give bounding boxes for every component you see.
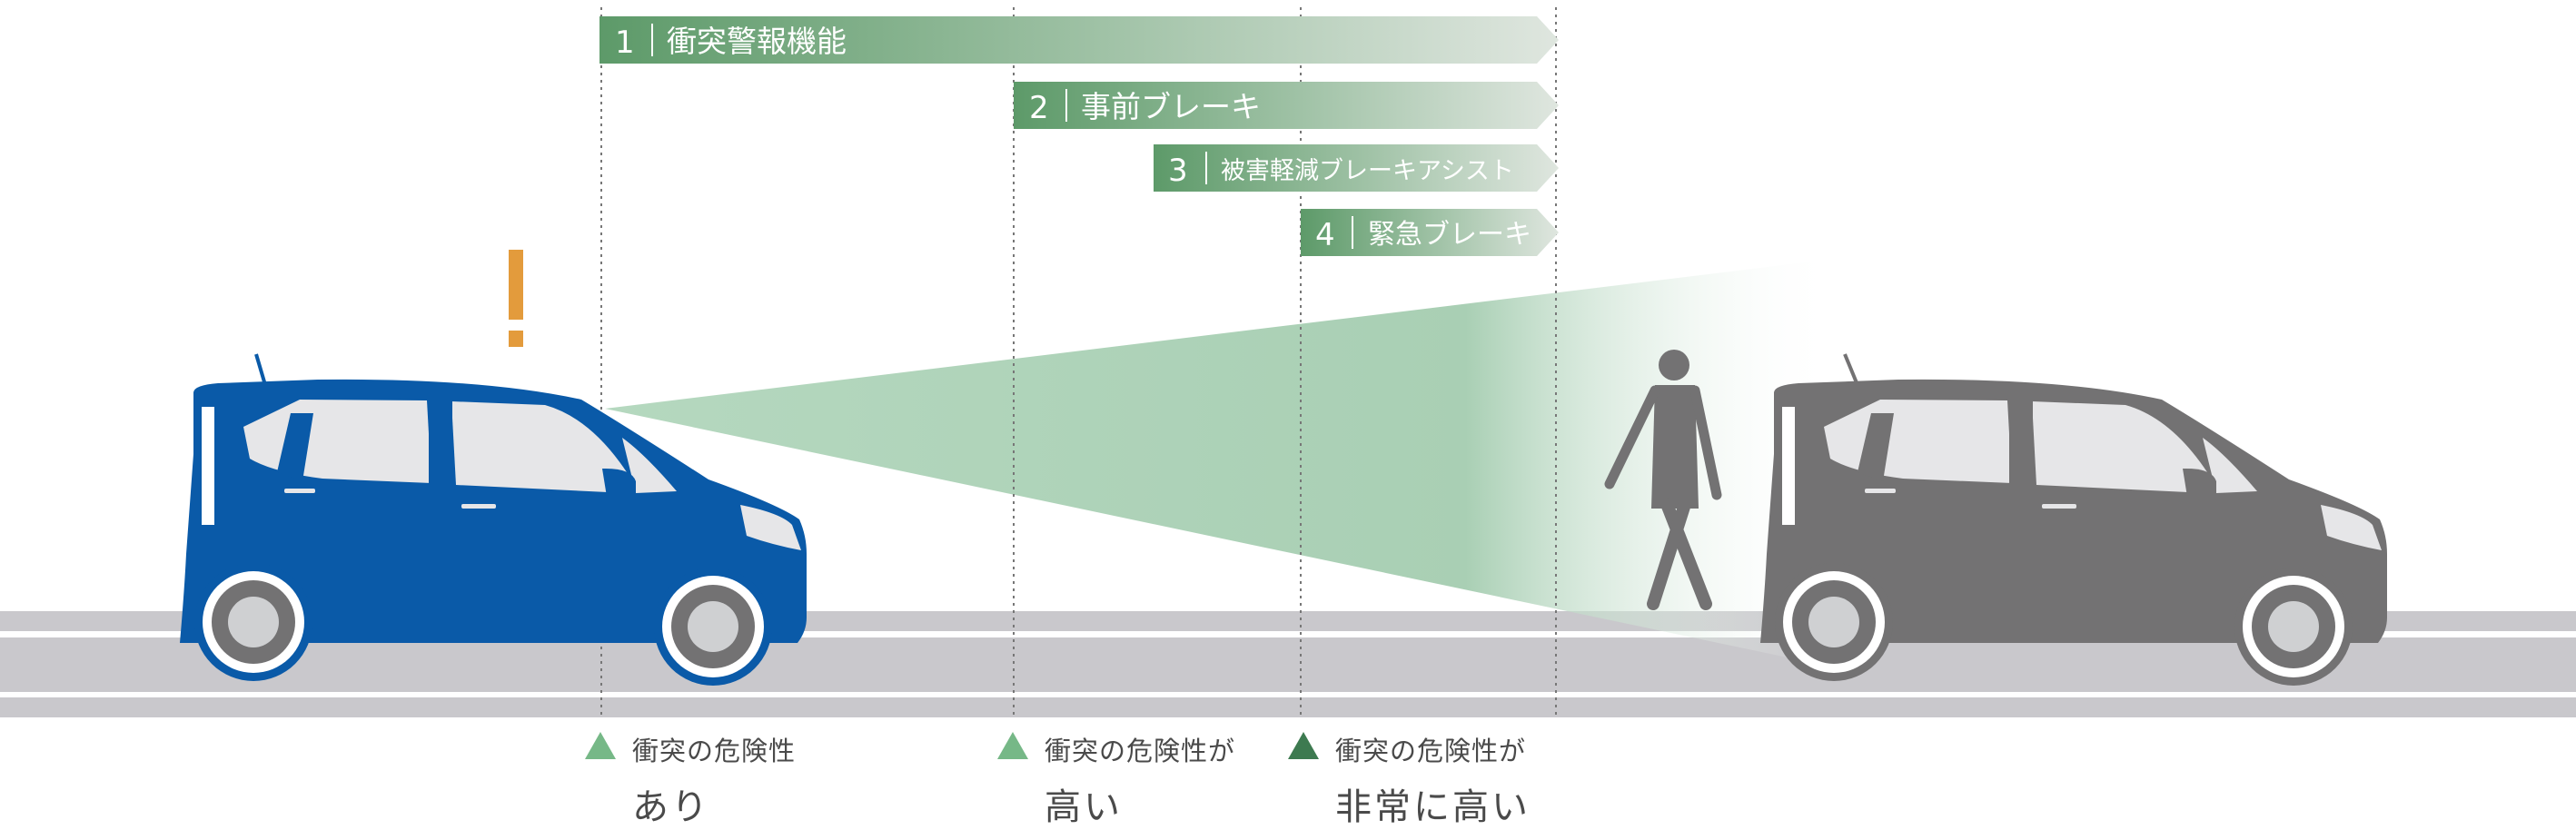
own-car — [180, 353, 807, 686]
stage-3-number: 3 — [1168, 153, 1188, 189]
triangle-marker-icon — [585, 732, 616, 759]
stage-2-number: 2 — [1029, 90, 1049, 126]
risk-label-3: 衝突の危険性が 非常に高い — [1288, 730, 1570, 828]
risk-label-1: 衝突の危険性 あり — [585, 730, 857, 828]
risk-label-2-line2: 高い — [1045, 786, 1123, 828]
stage-1-number: 1 — [615, 25, 635, 61]
exclamation-icon — [509, 250, 523, 347]
triangle-marker-icon — [1288, 732, 1319, 759]
risk-label-1-line2: あり — [632, 786, 710, 828]
triangle-marker-icon — [997, 732, 1028, 759]
risk-label-2-line1: 衝突の危険性が — [1045, 736, 1236, 766]
stage-4-label: 緊急ブレーキ — [1368, 219, 1531, 251]
risk-label-2: 衝突の危険性が 高い — [997, 730, 1279, 828]
risk-label-3-line1: 衝突の危険性が — [1335, 736, 1527, 766]
risk-label-3-line2: 非常に高い — [1335, 786, 1531, 828]
stage-bar-4: 4 緊急ブレーキ — [1301, 209, 1559, 256]
stage-bar-3: 3 被害軽減ブレーキアシスト — [1154, 144, 1559, 192]
stage-4-number: 4 — [1315, 217, 1335, 253]
stage-bar-1: 1 衝突警報機能 — [599, 16, 1559, 64]
target-car — [1760, 353, 2387, 686]
sensor-beam — [605, 259, 1835, 667]
stage-3-label: 被害軽減ブレーキアシスト — [1221, 157, 1514, 185]
stage-bar-2: 2 事前ブレーキ — [1014, 82, 1559, 129]
stage-2-label: 事前ブレーキ — [1081, 89, 1261, 124]
aeb-stage-diagram: 1 衝突警報機能 2 事前ブレーキ 3 被害軽減ブレーキアシスト 4 緊急ブレー… — [0, 7, 2576, 719]
risk-label-1-line1: 衝突の危険性 — [632, 736, 797, 766]
stage-1-label: 衝突警報機能 — [667, 24, 847, 59]
pedestrian-icon — [1604, 350, 1722, 610]
